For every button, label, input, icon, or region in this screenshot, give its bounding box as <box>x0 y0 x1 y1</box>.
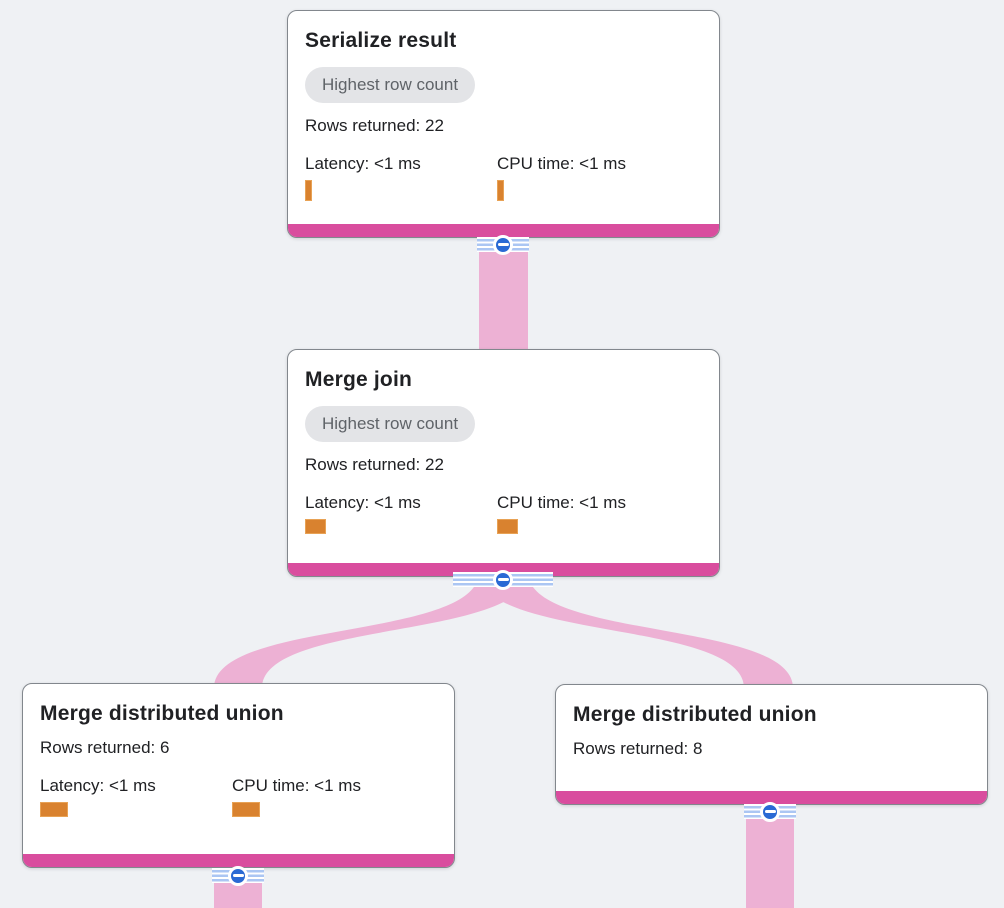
node-accent-bar <box>23 854 454 867</box>
plan-node-merge-distributed-union-right[interactable]: Merge distributed union Rows returned: 8 <box>555 684 988 805</box>
latency-label: Latency: <1 ms <box>305 493 421 512</box>
node-title: Merge distributed union <box>573 703 817 726</box>
link-merge-join-to-right-union <box>479 572 793 688</box>
latency-bar <box>40 802 68 817</box>
cpu-time-bar <box>497 180 504 201</box>
cpu-time-label: CPU time: <1 ms <box>232 776 361 795</box>
minus-icon <box>497 243 509 246</box>
collapse-node-button[interactable] <box>493 234 513 255</box>
minus-icon <box>764 810 776 813</box>
link-merge-join-to-left-union <box>214 572 528 688</box>
metrics-row: Latency: <1 ms CPU time: <1 ms <box>40 775 437 817</box>
cpu-metric: CPU time: <1 ms <box>232 775 424 817</box>
metrics-row: Latency: <1 ms CPU time: <1 ms <box>305 492 702 534</box>
cpu-time-label: CPU time: <1 ms <box>497 154 626 173</box>
collapse-node-button[interactable] <box>228 865 248 886</box>
rows-returned-label: Rows returned: 22 <box>305 116 444 135</box>
collapse-node-button[interactable] <box>760 801 780 822</box>
node-accent-bar <box>288 224 719 237</box>
link-serialize-to-merge-join <box>479 240 528 352</box>
latency-metric: Latency: <1 ms <box>305 492 497 534</box>
minus-icon <box>497 578 509 581</box>
collapse-node-button[interactable] <box>493 569 513 590</box>
node-title: Merge distributed union <box>40 702 284 725</box>
latency-metric: Latency: <1 ms <box>40 775 232 817</box>
highest-row-count-badge: Highest row count <box>305 406 476 442</box>
latency-bar <box>305 180 312 201</box>
rows-returned-label: Rows returned: 22 <box>305 455 444 474</box>
node-title: Merge join <box>305 368 413 391</box>
latency-bar <box>305 519 326 534</box>
cpu-time-bar <box>232 802 260 817</box>
connector-serialize-result <box>477 234 529 255</box>
plan-node-serialize-result[interactable]: Serialize result Highest row count Rows … <box>287 10 720 238</box>
plan-node-merge-distributed-union-left[interactable]: Merge distributed union Rows returned: 6… <box>22 683 455 868</box>
minus-icon <box>232 874 244 877</box>
cpu-metric: CPU time: <1 ms <box>497 492 689 534</box>
cpu-time-bar <box>497 519 518 534</box>
cpu-metric: CPU time: <1 ms <box>497 153 689 201</box>
latency-label: Latency: <1 ms <box>40 776 156 795</box>
node-accent-bar <box>556 791 987 804</box>
link-right-union-down <box>746 810 794 908</box>
plan-node-merge-join[interactable]: Merge join Highest row count Rows return… <box>287 349 720 577</box>
node-title: Serialize result <box>305 29 457 52</box>
connector-right-union <box>744 801 796 822</box>
rows-returned-label: Rows returned: 6 <box>40 738 170 757</box>
cpu-time-label: CPU time: <1 ms <box>497 493 626 512</box>
metrics-row: Latency: <1 ms CPU time: <1 ms <box>305 153 702 201</box>
connector-left-union <box>212 865 264 886</box>
connector-merge-join <box>453 569 553 590</box>
latency-label: Latency: <1 ms <box>305 154 421 173</box>
rows-returned-label: Rows returned: 8 <box>573 739 703 758</box>
latency-metric: Latency: <1 ms <box>305 153 497 201</box>
highest-row-count-badge: Highest row count <box>305 67 476 103</box>
